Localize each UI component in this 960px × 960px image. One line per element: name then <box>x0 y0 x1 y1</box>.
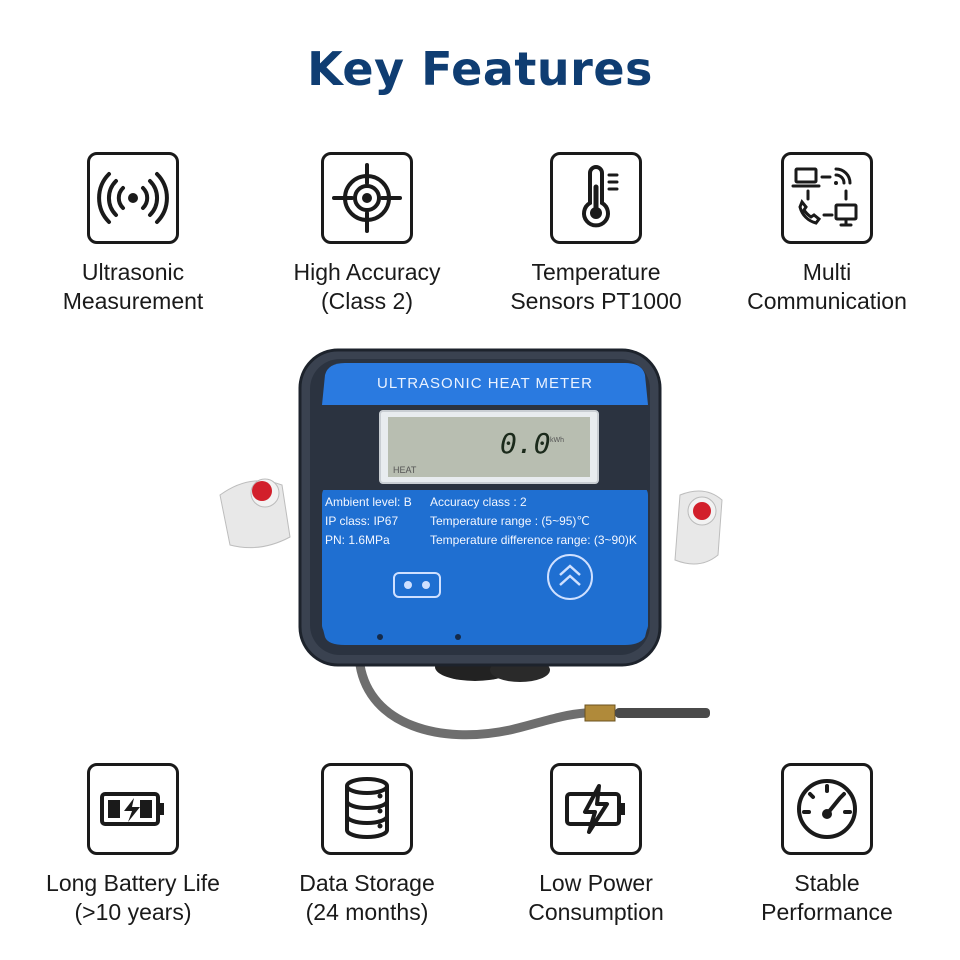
spec-ambient: Ambient level: B <box>325 495 412 509</box>
meter-reading: 0.0 <box>500 427 551 460</box>
feature-label: Long Battery Life(>10 years) <box>46 870 220 925</box>
spec-temp-diff: Temperature difference range: (3~90)K <box>430 533 637 547</box>
database-icon <box>321 763 413 855</box>
svg-text:kWh: kWh <box>550 437 564 444</box>
spec-pn: PN: 1.6MPa <box>325 533 390 547</box>
svg-text:HEAT: HEAT <box>393 465 417 475</box>
page-title: Key Features <box>307 42 653 96</box>
heat-meter-drawing: HEAT kWh <box>219 348 723 740</box>
feature-high-accuracy: High Accuracy(Class 2) <box>257 152 477 316</box>
spec-temp-range: Temperature range : (5~95)℃ <box>430 514 590 528</box>
low-power-battery-icon <box>550 763 642 855</box>
ultrasonic-waves-icon <box>87 152 179 244</box>
gauge-icon <box>781 763 873 855</box>
spec-ip: IP class: IP67 <box>325 514 399 528</box>
heat-meter-image: HEAT kWh ULTRASONIC HEAT METER 0.0 Ambie… <box>210 345 730 745</box>
feature-data-storage: Data Storage(24 months) <box>257 763 477 927</box>
feature-label: High Accuracy(Class 2) <box>293 259 441 314</box>
target-icon <box>321 152 413 244</box>
battery-icon <box>87 763 179 855</box>
feature-label: Data Storage(24 months) <box>299 870 435 925</box>
feature-long-battery-life: Long Battery Life(>10 years) <box>23 763 243 927</box>
spec-accuracy: Accuracy class : 2 <box>430 495 527 509</box>
network-communication-icon <box>781 152 873 244</box>
thermometer-icon <box>550 152 642 244</box>
meter-title: ULTRASONIC HEAT METER <box>376 375 594 392</box>
